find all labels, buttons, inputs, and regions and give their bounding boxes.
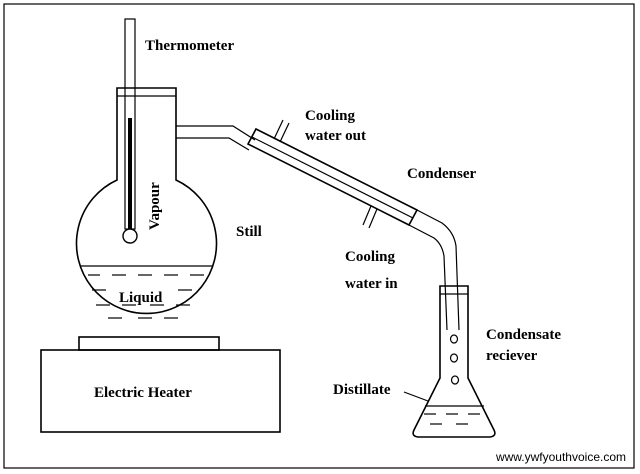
still-flask [75, 87, 218, 315]
label-cooling-in-2: water in [345, 276, 398, 292]
label-thermometer: Thermometer [145, 38, 234, 54]
label-cooling-out-2: water out [305, 128, 366, 144]
delivery-tube [408, 209, 460, 331]
distillate-leader [403, 391, 429, 402]
label-still: Still [236, 224, 262, 240]
label-distillate: Distillate [333, 382, 391, 398]
thermometer [122, 18, 138, 244]
outer-border [3, 3, 635, 469]
label-condenser: Condenser [407, 166, 477, 182]
condensate-receiver [412, 285, 496, 438]
label-liquid: Liquid [119, 290, 163, 306]
label-vapour: Vapour [147, 182, 163, 230]
label-cooling-out-1: Cooling [305, 108, 356, 124]
credit-text: www.ywfyouthvoice.com [495, 450, 626, 464]
label-condensate-2: reciever [486, 348, 538, 364]
distillate-liquid [424, 405, 484, 425]
label-condensate-1: Condensate [486, 327, 561, 343]
cooling-water-in-nozzle [362, 205, 378, 229]
label-electric-heater: Electric Heater [94, 385, 192, 401]
liquid-surface [80, 265, 212, 319]
condenser-inner-tube [251, 136, 414, 219]
label-cooling-in-1: Cooling [345, 249, 396, 265]
cooling-water-out-nozzle [273, 119, 290, 143]
side-arm-tube [176, 125, 256, 151]
condensate-drops [449, 334, 460, 385]
heater-plate [78, 336, 220, 351]
